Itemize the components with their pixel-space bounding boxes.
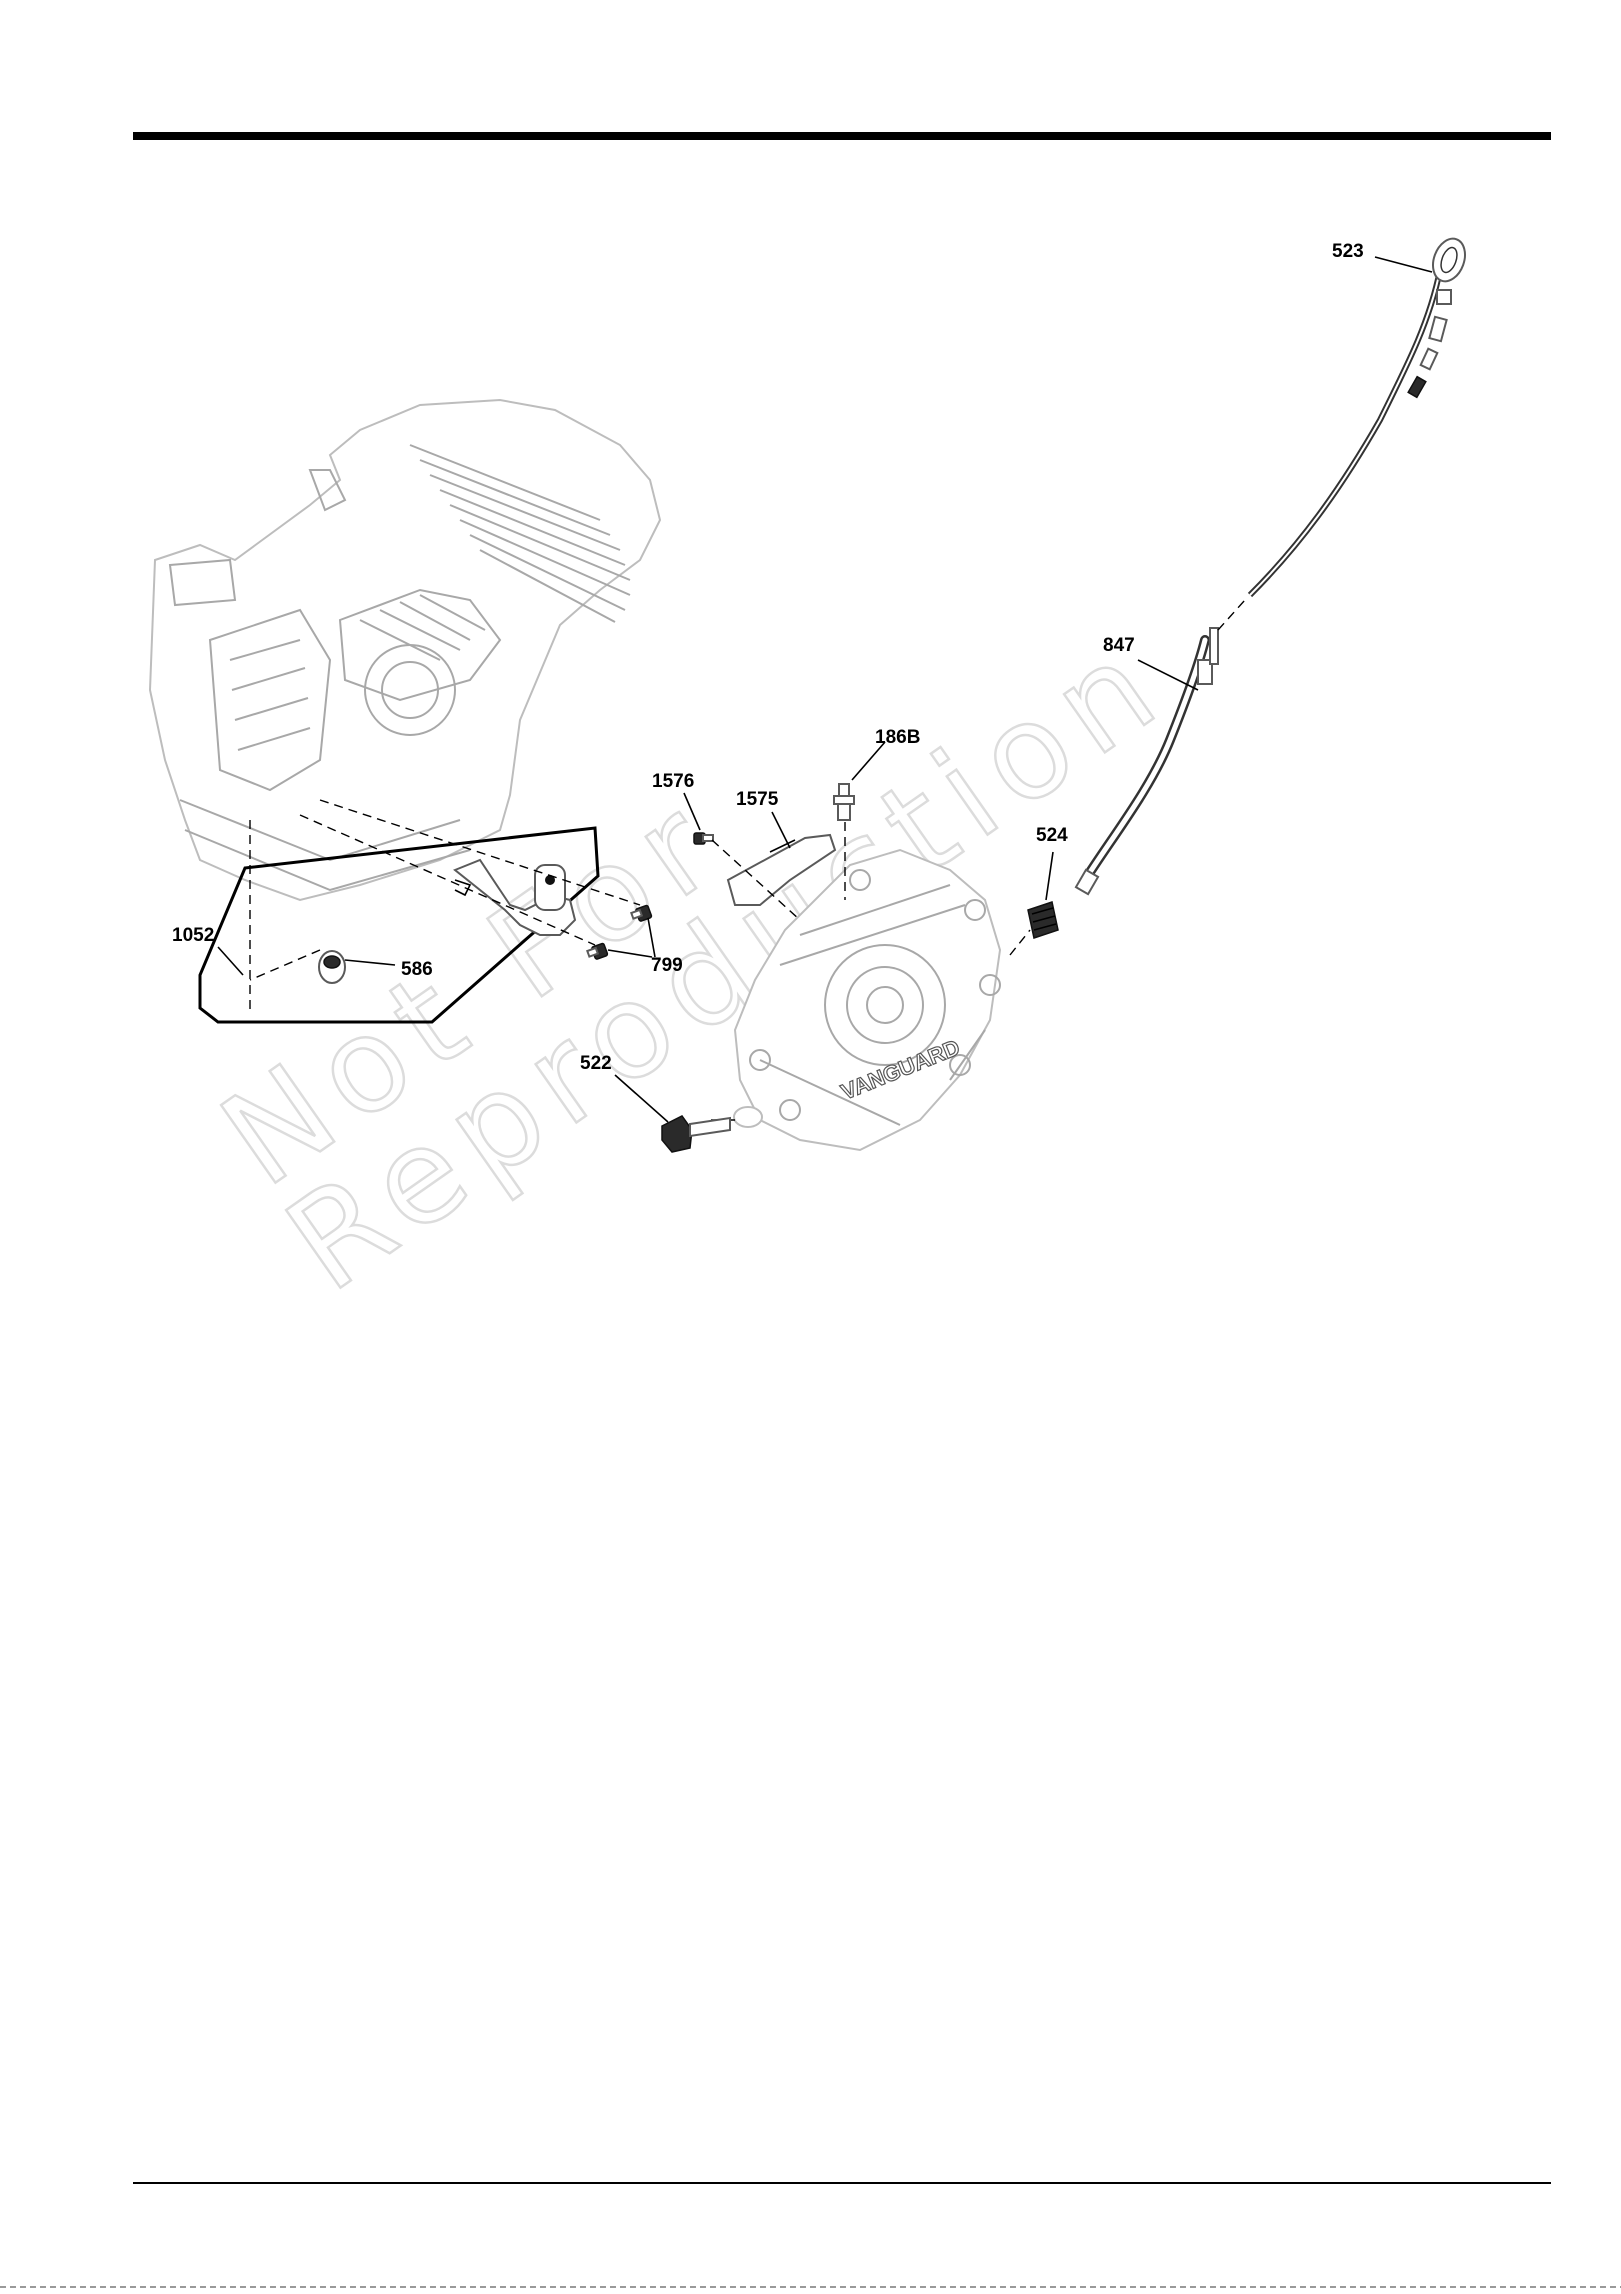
- callout-524: 524: [1036, 825, 1068, 846]
- callout-522: 522: [580, 1053, 612, 1074]
- nut-586: [319, 951, 345, 983]
- callout-186B: 186B: [875, 727, 920, 748]
- footer-rule: [133, 2182, 1551, 2184]
- callout-586: 586: [401, 959, 433, 980]
- dipstick-523: [1218, 234, 1471, 630]
- seal-524: [1028, 902, 1058, 938]
- callout-1052: 1052: [172, 925, 214, 946]
- callout-1576: 1576: [652, 771, 694, 792]
- callout-523: 523: [1332, 241, 1364, 262]
- callout-847: 847: [1103, 635, 1135, 656]
- callout-1575: 1575: [736, 789, 779, 810]
- oil-fill-cap-522: [662, 1116, 730, 1152]
- page-edge-strip: [0, 2286, 1621, 2288]
- callout-799: 799: [651, 955, 683, 976]
